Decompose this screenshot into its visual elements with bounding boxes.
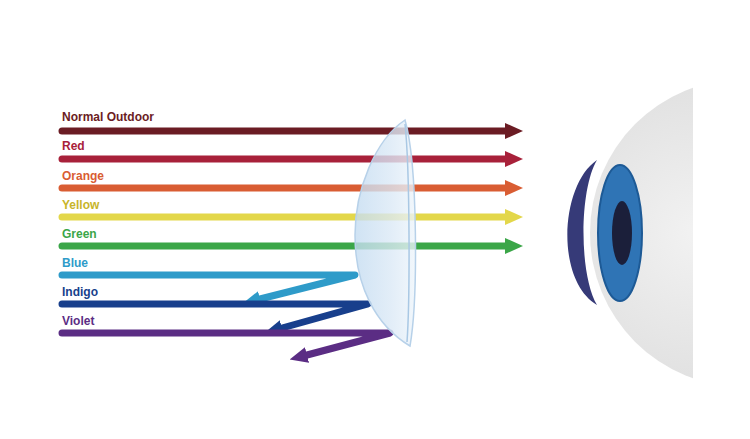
- color-label: Orange: [62, 169, 104, 183]
- iris: [598, 165, 642, 301]
- lens-edge: [405, 124, 409, 342]
- eye: [567, 79, 750, 387]
- color-label: Red: [62, 139, 85, 153]
- color-label: Blue: [62, 256, 88, 270]
- color-label: Violet: [62, 314, 94, 328]
- ray-arrow: [62, 214, 505, 221]
- reflected-ray-arrow: [62, 333, 390, 355]
- reflected-ray-arrow: [62, 304, 368, 328]
- color-label: Indigo: [62, 285, 98, 299]
- color-label: Normal Outdoor: [62, 110, 154, 124]
- ray-arrow: [62, 243, 505, 250]
- ray-arrow: [62, 185, 505, 192]
- cornea: [567, 160, 597, 305]
- pupil: [612, 201, 632, 265]
- color-label: Green: [62, 227, 97, 241]
- ray-arrow: [62, 128, 505, 135]
- lens-body: [355, 120, 415, 346]
- reflected-ray-arrow: [62, 275, 355, 299]
- color-label: Yellow: [62, 198, 99, 212]
- ray-arrow: [62, 156, 505, 163]
- contact-lens: [355, 120, 415, 346]
- eyeball: [590, 79, 693, 387]
- light-rays: [62, 131, 505, 355]
